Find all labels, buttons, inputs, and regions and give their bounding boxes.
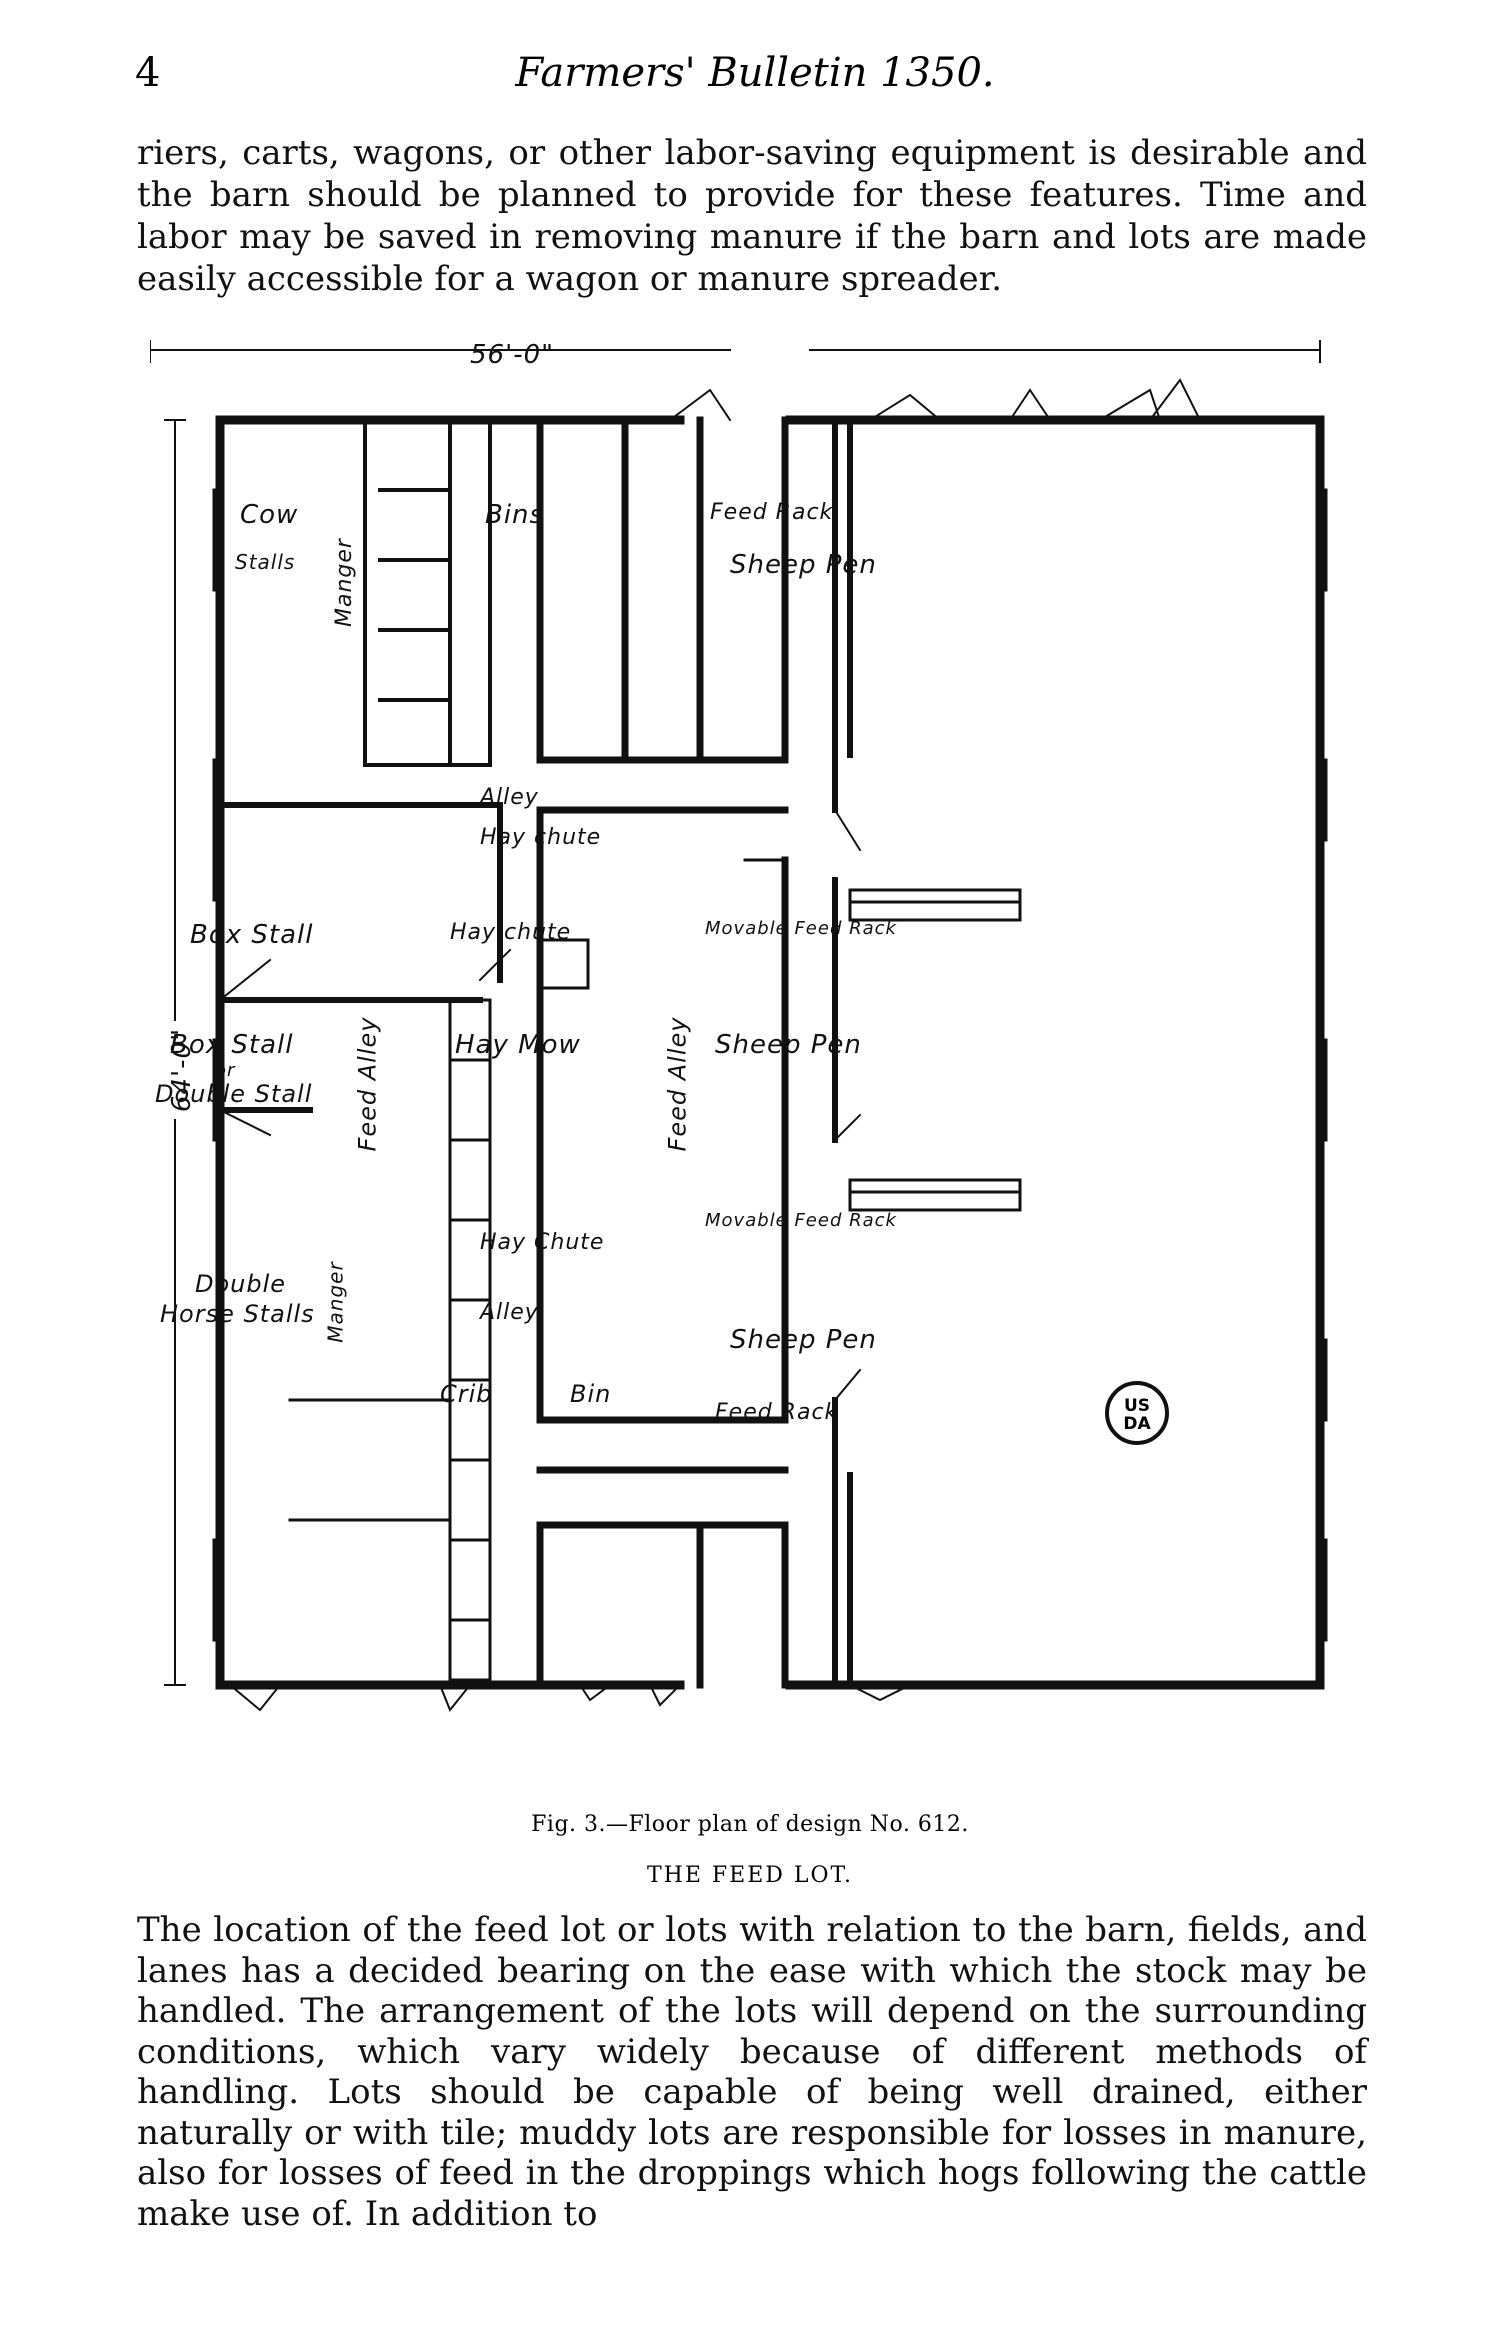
label-double-stall: Double Stall [155,1080,313,1108]
height-dimension-line [164,419,186,1686]
label-movable-feed-rack-2: Movable Feed Rack [705,1210,897,1231]
label-horse-stalls: Horse Stalls [160,1300,315,1328]
label-crib: Crib [440,1380,493,1408]
label-hay-chute-1: Hay chute [480,825,602,850]
exterior-walls [215,415,1325,1690]
crib-bin-block [536,1466,789,1689]
page-number: 4 [135,50,161,96]
hay-mow-walls [536,806,789,1424]
label-movable-feed-rack-1: Movable Feed Rack [705,918,897,939]
floor-plan-drawing [150,340,1328,1712]
label-manger-bottom: Manger [323,1261,348,1343]
label-box-stall-2: Box Stall [170,1030,294,1060]
label-cow: Cow [240,500,299,530]
bins-block [536,416,789,764]
usda-logo-line2: DA [1123,1414,1151,1434]
label-feed-rack-top: Feed Rack [710,500,834,525]
label-alley-bottom: Alley [480,1300,539,1325]
label-sheep-pen-3: Sheep Pen [730,1325,877,1355]
horse-stall-dividers [288,1398,452,1522]
figure-caption: Fig. 3.—Floor plan of design No. 612. [531,1812,969,1837]
label-feed-alley-left: Feed Alley [353,1016,382,1152]
top-doors [668,378,1202,422]
label-sheep-pen-1: Sheep Pen [730,550,877,580]
label-bin: Bin [570,1380,612,1408]
left-partitions [217,802,503,1113]
window-marks [212,488,1328,1642]
label-sheep-pen-2: Sheep Pen [715,1030,862,1060]
label-hay-mow: Hay Mow [455,1030,581,1060]
label-double: Double [195,1270,287,1298]
usda-logo: US DA [1105,1381,1169,1445]
label-alley-top: Alley [480,785,539,810]
width-dimension-line [150,340,1321,363]
hay-chutes [538,858,787,990]
label-feed-rack-bottom: Feed Rack [715,1400,839,1425]
label-hay-chute-3: Hay Chute [480,1230,605,1255]
usda-logo-line1: US [1123,1396,1151,1416]
stall-doors [218,948,512,1137]
running-title: Farmers' Bulletin 1350. [515,50,995,96]
paragraph-top: riers, carts, wagons, or other labor-sav… [137,133,1367,299]
label-stalls: Stalls [235,550,296,574]
section-heading: THE FEED LOT. [646,1863,853,1888]
horse-manger [448,998,492,1682]
floor-plan: 56'-0" 64'-0" Cow Stalls Manger Bins All… [150,340,1370,1810]
bottom-doors [228,1683,912,1712]
page-header: 4 Farmers' Bulletin 1350. [135,50,1375,110]
label-hay-chute-2: Hay chute [450,920,572,945]
paragraph-bottom: The location of the feed lot or lots wit… [137,1910,1367,2234]
movable-feed-racks [848,888,1022,1212]
label-or: or [215,1060,236,1081]
sheep-pen-doors [833,808,862,1402]
label-feed-alley-right: Feed Alley [663,1016,692,1152]
width-dimension-label: 56'-0" [470,340,555,370]
sheep-pen-walls [832,417,853,1688]
label-manger-top: Manger [331,538,357,627]
label-box-stall: Box Stall [190,920,314,950]
label-bins: Bins [485,500,545,530]
cow-stalls-area [363,418,492,767]
